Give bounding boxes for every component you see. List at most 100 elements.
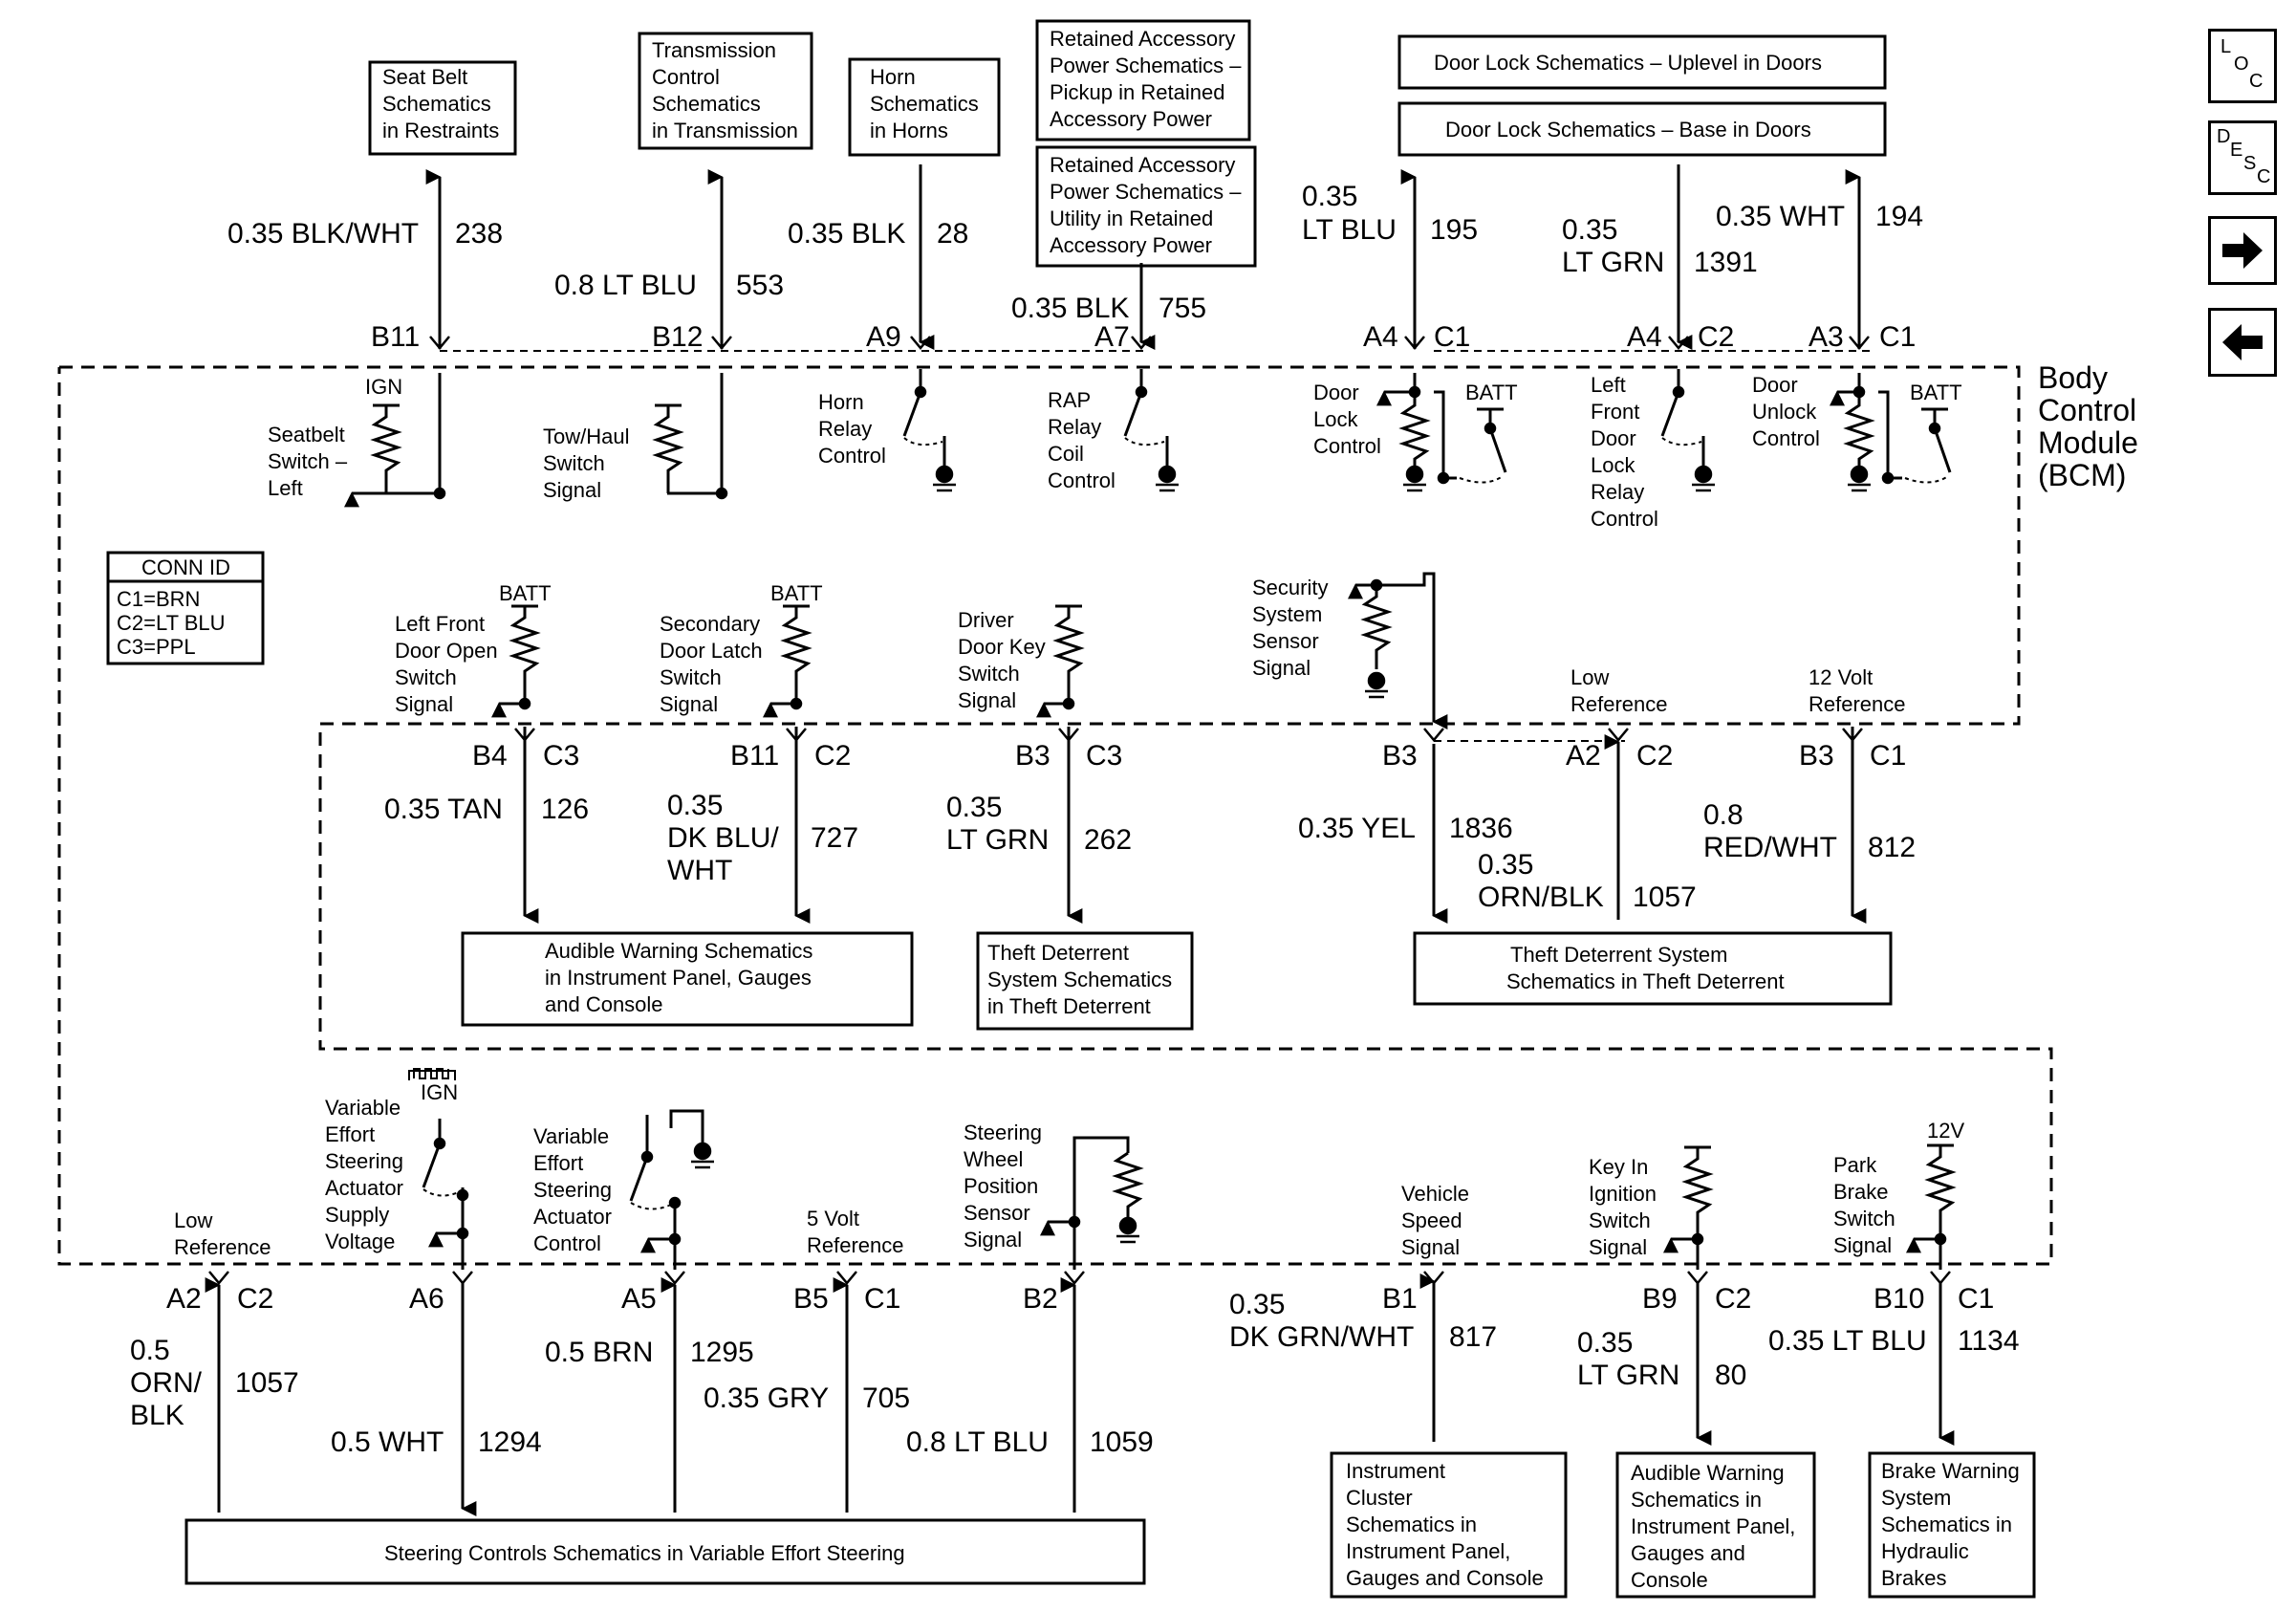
- secsensor-l4: Signal: [1252, 656, 1310, 680]
- circuit-755: 755: [1159, 293, 1206, 324]
- box-steering-controls[interactable]: [184, 1518, 1146, 1585]
- box-instrument-cluster[interactable]: [1330, 1451, 1568, 1599]
- trans-l4: in Transmission: [652, 119, 798, 142]
- pin-A4-c1: A4: [1363, 321, 1398, 353]
- keyin-l1: Key In: [1589, 1155, 1648, 1179]
- circuit-1134: 1134: [1958, 1325, 2020, 1357]
- door-lock-uplevel-text: Door Lock Schematics – Uplevel in Doors: [1434, 51, 1822, 75]
- box-door-lock-uplevel[interactable]: [1397, 34, 1887, 90]
- desc-button[interactable]: D E S C: [2208, 120, 2277, 195]
- gauge-1294: 0.5 WHT: [331, 1426, 444, 1458]
- circuit-1836: 1836: [1449, 813, 1513, 844]
- horn-l1: Horn: [870, 65, 916, 89]
- pin-B3-262: B3: [1015, 740, 1051, 772]
- horn-l2: Schematics: [870, 92, 979, 116]
- 12vref-l1: 12 Volt: [1809, 665, 1873, 689]
- next-button[interactable]: [2208, 216, 2277, 285]
- brake-l1: Brake Warning: [1881, 1459, 2020, 1483]
- circuit-817: 817: [1449, 1321, 1497, 1353]
- gauge-1391-a: 0.35: [1562, 214, 1617, 246]
- circuit-1059: 1059: [1090, 1426, 1154, 1458]
- gauge-195-b: LT BLU: [1302, 214, 1397, 246]
- pin-B11-mid: B11: [730, 740, 779, 772]
- conn-C1-1134: C1: [1958, 1283, 1994, 1315]
- sec-l3: Switch: [660, 665, 722, 689]
- seat-belt-l2: Schematics: [382, 92, 491, 116]
- theft2-l1: Theft Deterrent System: [1510, 943, 1727, 967]
- conn-id-title: CONN ID: [141, 555, 230, 579]
- swpos-l1: Steering: [964, 1121, 1042, 1144]
- ign-bot: IGN: [421, 1080, 458, 1104]
- pin-A3: A3: [1809, 321, 1844, 353]
- gauge-195-a: 0.35: [1302, 181, 1357, 212]
- bcm-label-4: (BCM): [2038, 458, 2126, 492]
- swpos-l5: Signal: [964, 1228, 1022, 1252]
- raprelay-l4: Control: [1048, 468, 1116, 492]
- vessupply-l2: Effort: [325, 1122, 375, 1146]
- gauge-194: 0.35 WHT: [1716, 201, 1845, 232]
- brake-l5: Brakes: [1881, 1566, 1946, 1590]
- box-horn-schematics[interactable]: [848, 57, 1001, 157]
- prev-button[interactable]: [2208, 308, 2277, 377]
- circuit-262: 262: [1084, 824, 1132, 856]
- circuit-194: 194: [1875, 201, 1923, 232]
- key-l1: Driver: [958, 608, 1014, 632]
- box-theft-deterrent-1[interactable]: [976, 931, 1194, 1031]
- circuit-727: 727: [811, 822, 858, 854]
- box-rap-pickup-schematics[interactable]: [1035, 19, 1251, 142]
- audible-bot-l5: Console: [1631, 1568, 1708, 1592]
- vessupply-l6: Voltage: [325, 1230, 395, 1253]
- gauge-126: 0.35 TAN: [384, 794, 503, 825]
- audible-bot-l4: Gauges and: [1631, 1541, 1745, 1565]
- box-theft-deterrent-2[interactable]: [1413, 931, 1893, 1006]
- box-rap-utility-schematics[interactable]: [1035, 145, 1257, 268]
- vessupply-l1: Variable: [325, 1096, 401, 1120]
- audible-bot-l1: Audible Warning: [1631, 1461, 1785, 1485]
- trans-l3: Schematics: [652, 92, 761, 116]
- pin-B11-top: B11: [371, 321, 420, 353]
- gauge-812-a: 0.8: [1703, 799, 1744, 831]
- conn-C3-262: C3: [1086, 740, 1122, 772]
- loc-button[interactable]: L O C: [2208, 29, 2277, 103]
- conn-id-table: [106, 551, 265, 665]
- box-transmission-schematics[interactable]: [638, 32, 813, 150]
- loc-letter-1: L: [2220, 36, 2232, 57]
- box-audible-warning-mid[interactable]: [461, 931, 914, 1027]
- arrow-left-icon: [2222, 324, 2263, 360]
- parkbrake-l3: Switch: [1833, 1207, 1895, 1230]
- rap-utility-l1: Retained Accessory: [1050, 153, 1235, 177]
- seatbelt-l2: Switch –: [268, 449, 348, 473]
- conn-C1-705: C1: [864, 1283, 900, 1315]
- rap-utility-l4: Accessory Power: [1050, 233, 1212, 257]
- brake-l3: Schematics in: [1881, 1513, 2012, 1536]
- box-door-lock-base[interactable]: [1397, 101, 1887, 157]
- gauge-1057-a: 0.35: [1478, 849, 1533, 881]
- gauge-262-b: LT GRN: [946, 824, 1049, 856]
- gauge-1295: 0.5 BRN: [545, 1337, 653, 1368]
- circuit-238: 238: [455, 218, 503, 250]
- vescontrol-l3: Steering: [533, 1178, 612, 1202]
- conn-C2-1057b: C2: [237, 1283, 273, 1315]
- bcm-label-1: Body: [2038, 360, 2108, 395]
- box-brake-warning[interactable]: [1868, 1451, 2036, 1599]
- gauge-1057-b: ORN/BLK: [1478, 882, 1604, 913]
- audible-bot-l2: Schematics in: [1631, 1488, 1762, 1512]
- brake-l4: Hydraulic: [1881, 1539, 1969, 1563]
- gauge-80-b: LT GRN: [1577, 1360, 1679, 1391]
- seat-belt-l1: Seat Belt: [382, 65, 467, 89]
- rap-pickup-l3: Pickup in Retained: [1050, 80, 1224, 104]
- cluster-l2: Cluster: [1346, 1486, 1413, 1510]
- sec-l1: Secondary: [660, 612, 760, 636]
- batt-lf: BATT: [499, 581, 552, 605]
- gauge-755: 0.35 BLK: [1011, 293, 1129, 324]
- circuit-28: 28: [937, 218, 968, 250]
- brake-l2: System: [1881, 1486, 1951, 1510]
- hornrelay-l3: Control: [818, 444, 886, 468]
- box-audible-warning-bot[interactable]: [1615, 1451, 1816, 1599]
- gauge-262-a: 0.35: [946, 792, 1002, 823]
- towhaul-l3: Signal: [543, 478, 601, 502]
- gauge-1057b-b: ORN/: [130, 1367, 203, 1399]
- box-seat-belt-schematics[interactable]: [368, 60, 517, 156]
- theft1-l1: Theft Deterrent: [987, 941, 1129, 965]
